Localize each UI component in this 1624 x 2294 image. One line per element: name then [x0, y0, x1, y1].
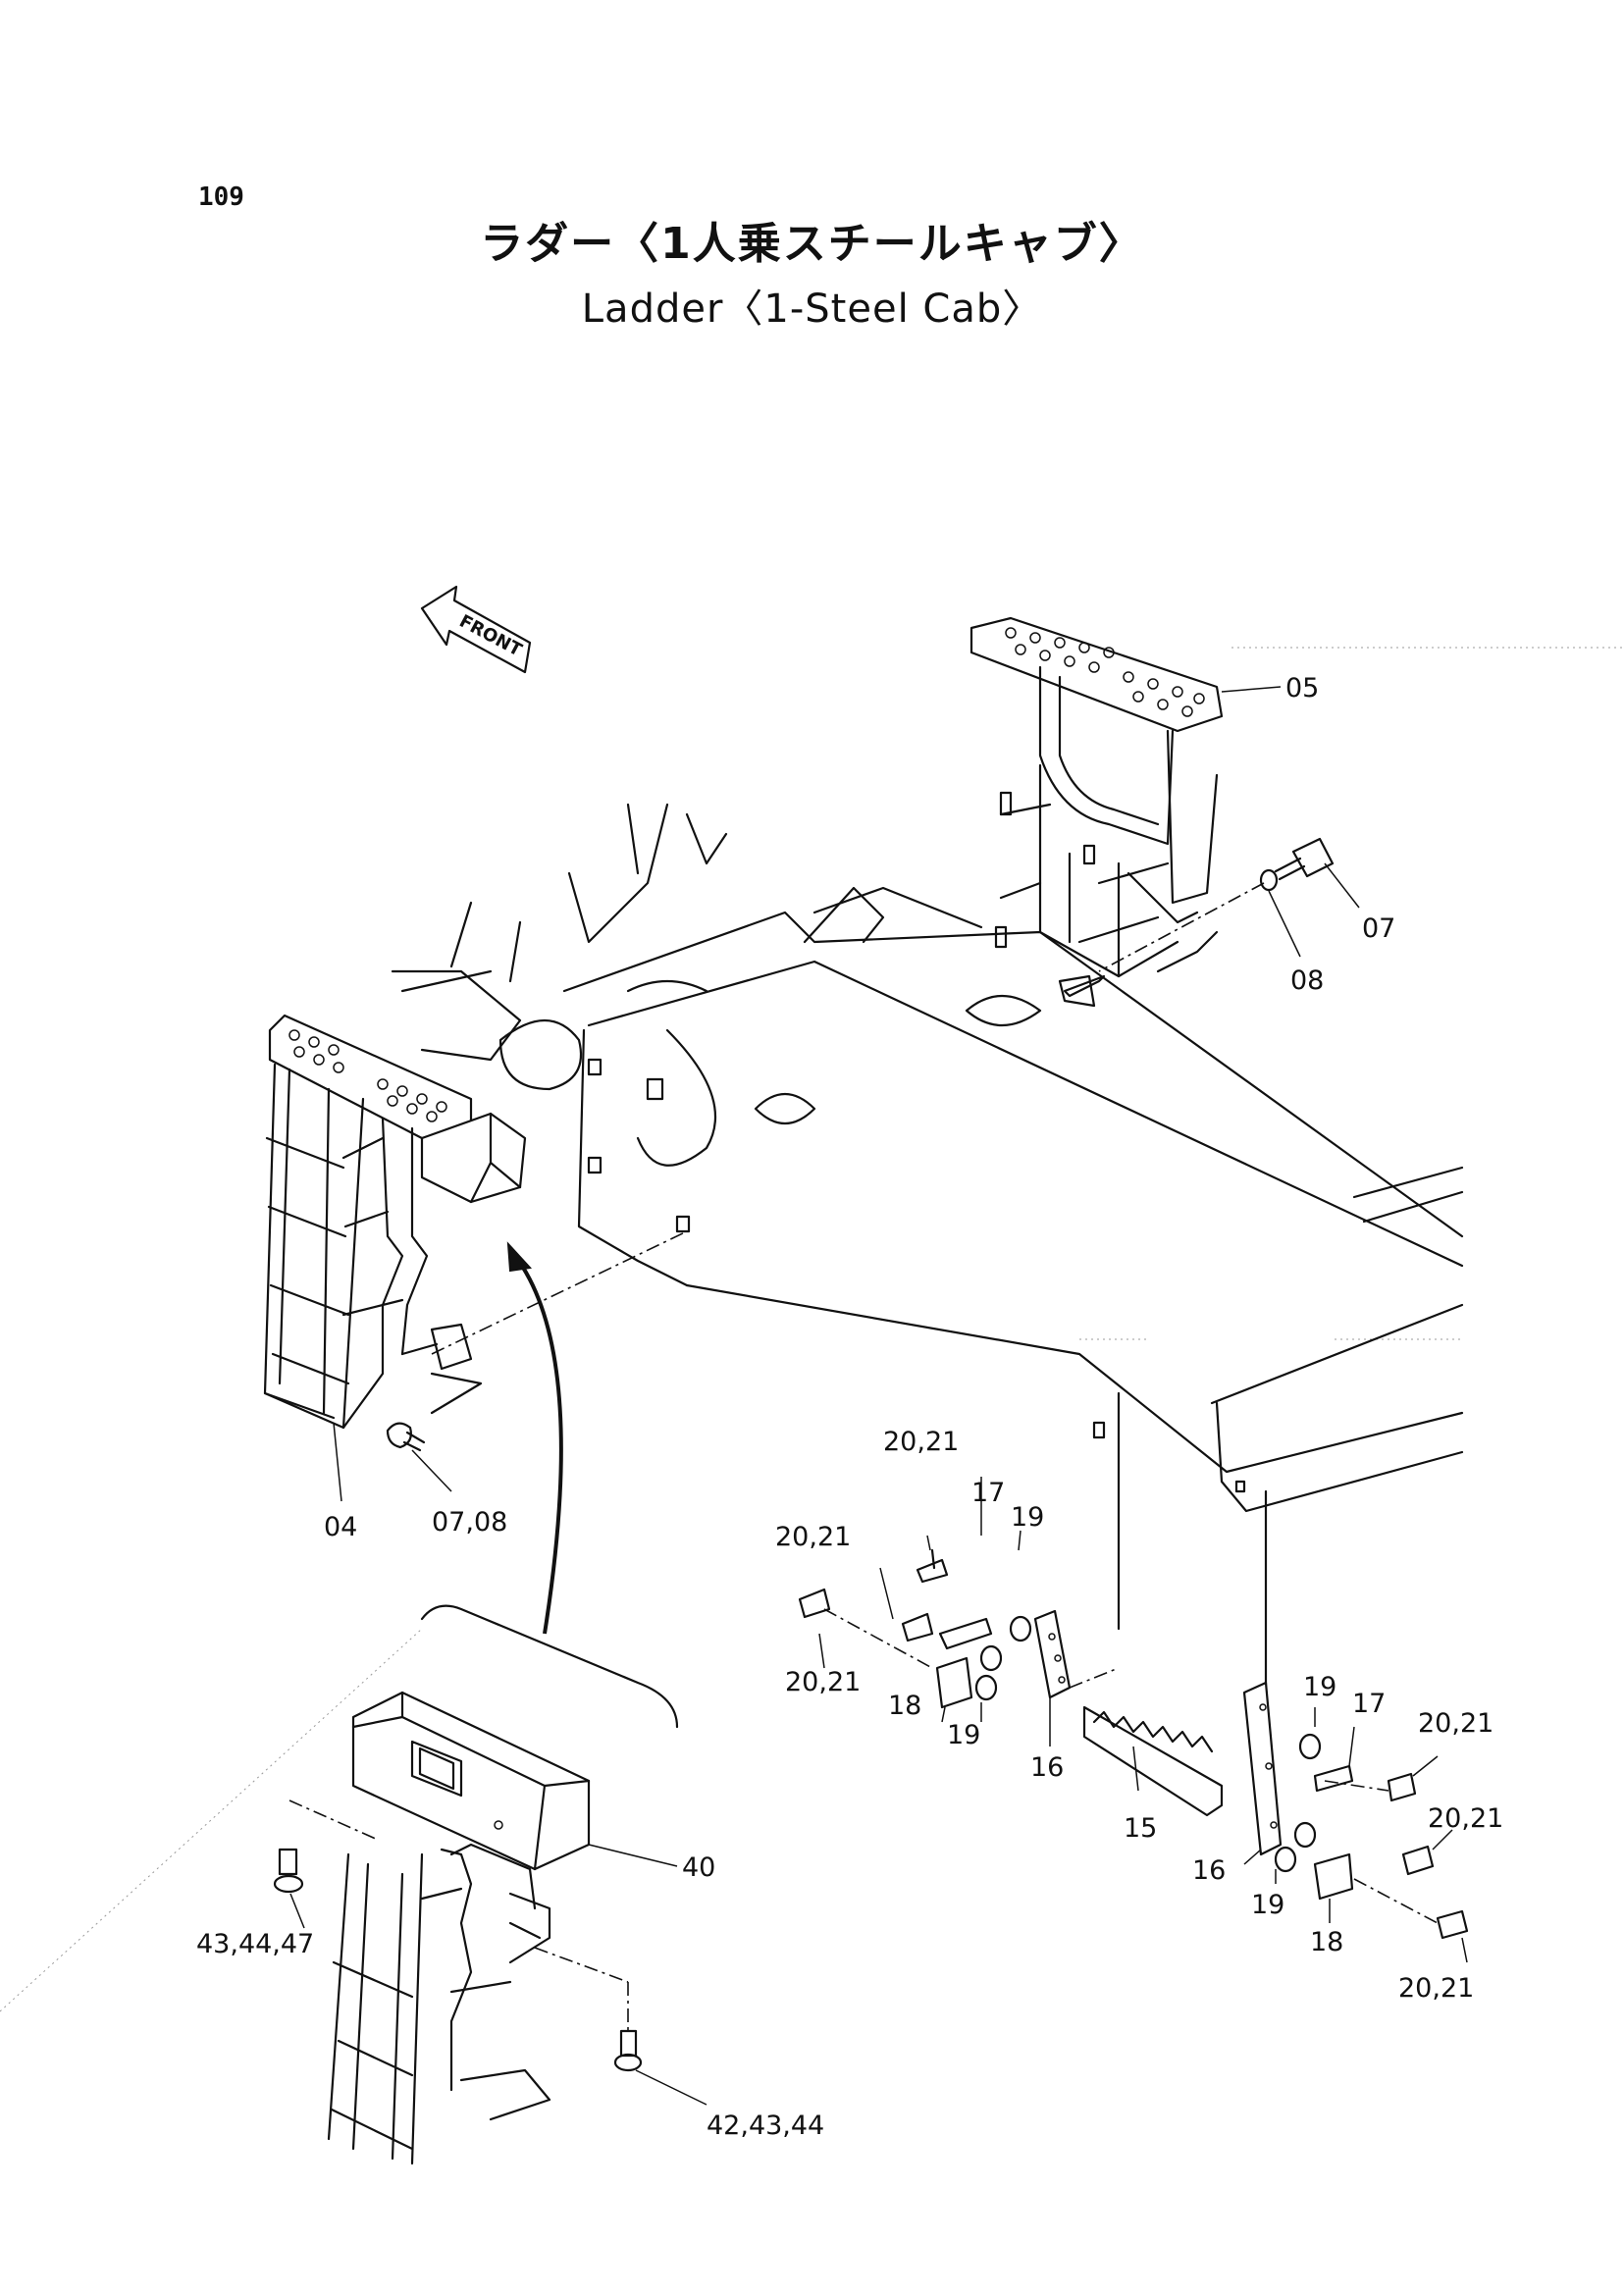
label-07: 07 — [1362, 913, 1395, 944]
label-04: 04 — [324, 1512, 357, 1542]
label-16-a: 16 — [1030, 1752, 1064, 1783]
step-assembly — [798, 1391, 1469, 1940]
title-japanese: ラダー〈1人乗スチールキャブ〉 — [480, 219, 1144, 269]
label-20-21-d: 20,21 — [1418, 1708, 1493, 1739]
bolt-07 — [1274, 837, 1335, 881]
label-19-c: 19 — [1303, 1672, 1336, 1702]
label-42-43-44: 42,43,44 — [707, 2111, 824, 2141]
label-40: 40 — [682, 1852, 715, 1883]
scan-artifacts — [0, 647, 1624, 2012]
bolt-07-08-left — [386, 1422, 426, 1452]
front-arrow-icon: FRONT — [420, 585, 532, 674]
label-18-a: 18 — [888, 1691, 921, 1721]
label-20-21-e: 20,21 — [1428, 1803, 1503, 1834]
page-number: 109 — [198, 182, 244, 212]
label-17-b: 17 — [1352, 1689, 1386, 1719]
ladder-05 — [969, 616, 1224, 1008]
cover-box-40 — [351, 1691, 591, 1871]
label-15: 15 — [1124, 1813, 1157, 1844]
label-20-21-b: 20,21 — [775, 1522, 851, 1552]
label-16-b: 16 — [1192, 1855, 1226, 1886]
curved-arrow — [506, 1241, 563, 1635]
leader-lines — [289, 686, 1468, 2106]
ladder-lower — [327, 1843, 551, 2165]
ladder-04 — [263, 1014, 527, 1430]
label-17-a: 17 — [971, 1478, 1005, 1508]
label-19-b: 19 — [947, 1720, 980, 1750]
label-08: 08 — [1290, 965, 1324, 996]
label-20-21-a: 20,21 — [883, 1427, 959, 1457]
label-20-21-c: 20,21 — [785, 1667, 861, 1697]
upper-frame-outline — [391, 803, 1464, 1513]
detail-bracket — [420, 1604, 679, 1729]
label-43-44-47: 43,44,47 — [196, 1929, 314, 1959]
label-07-08: 07,08 — [432, 1507, 507, 1538]
title-english: Ladder〈1-Steel Cab〉 — [581, 287, 1043, 332]
label-20-21-f: 20,21 — [1398, 1973, 1474, 2004]
bolt-43-44-47 — [273, 1848, 304, 1894]
label-05: 05 — [1285, 673, 1319, 704]
bolt-42-43-44 — [613, 2029, 643, 2072]
part-labels: 05 07 08 04 07,08 20,21 17 19 20,21 20,2… — [196, 673, 1503, 2141]
label-18-b: 18 — [1310, 1927, 1343, 1957]
step-holes — [1005, 627, 1205, 717]
label-19-d: 19 — [1251, 1890, 1284, 1920]
step-holes-left — [288, 1029, 447, 1122]
washer-08 — [1259, 868, 1279, 892]
label-19-a: 19 — [1011, 1502, 1044, 1533]
